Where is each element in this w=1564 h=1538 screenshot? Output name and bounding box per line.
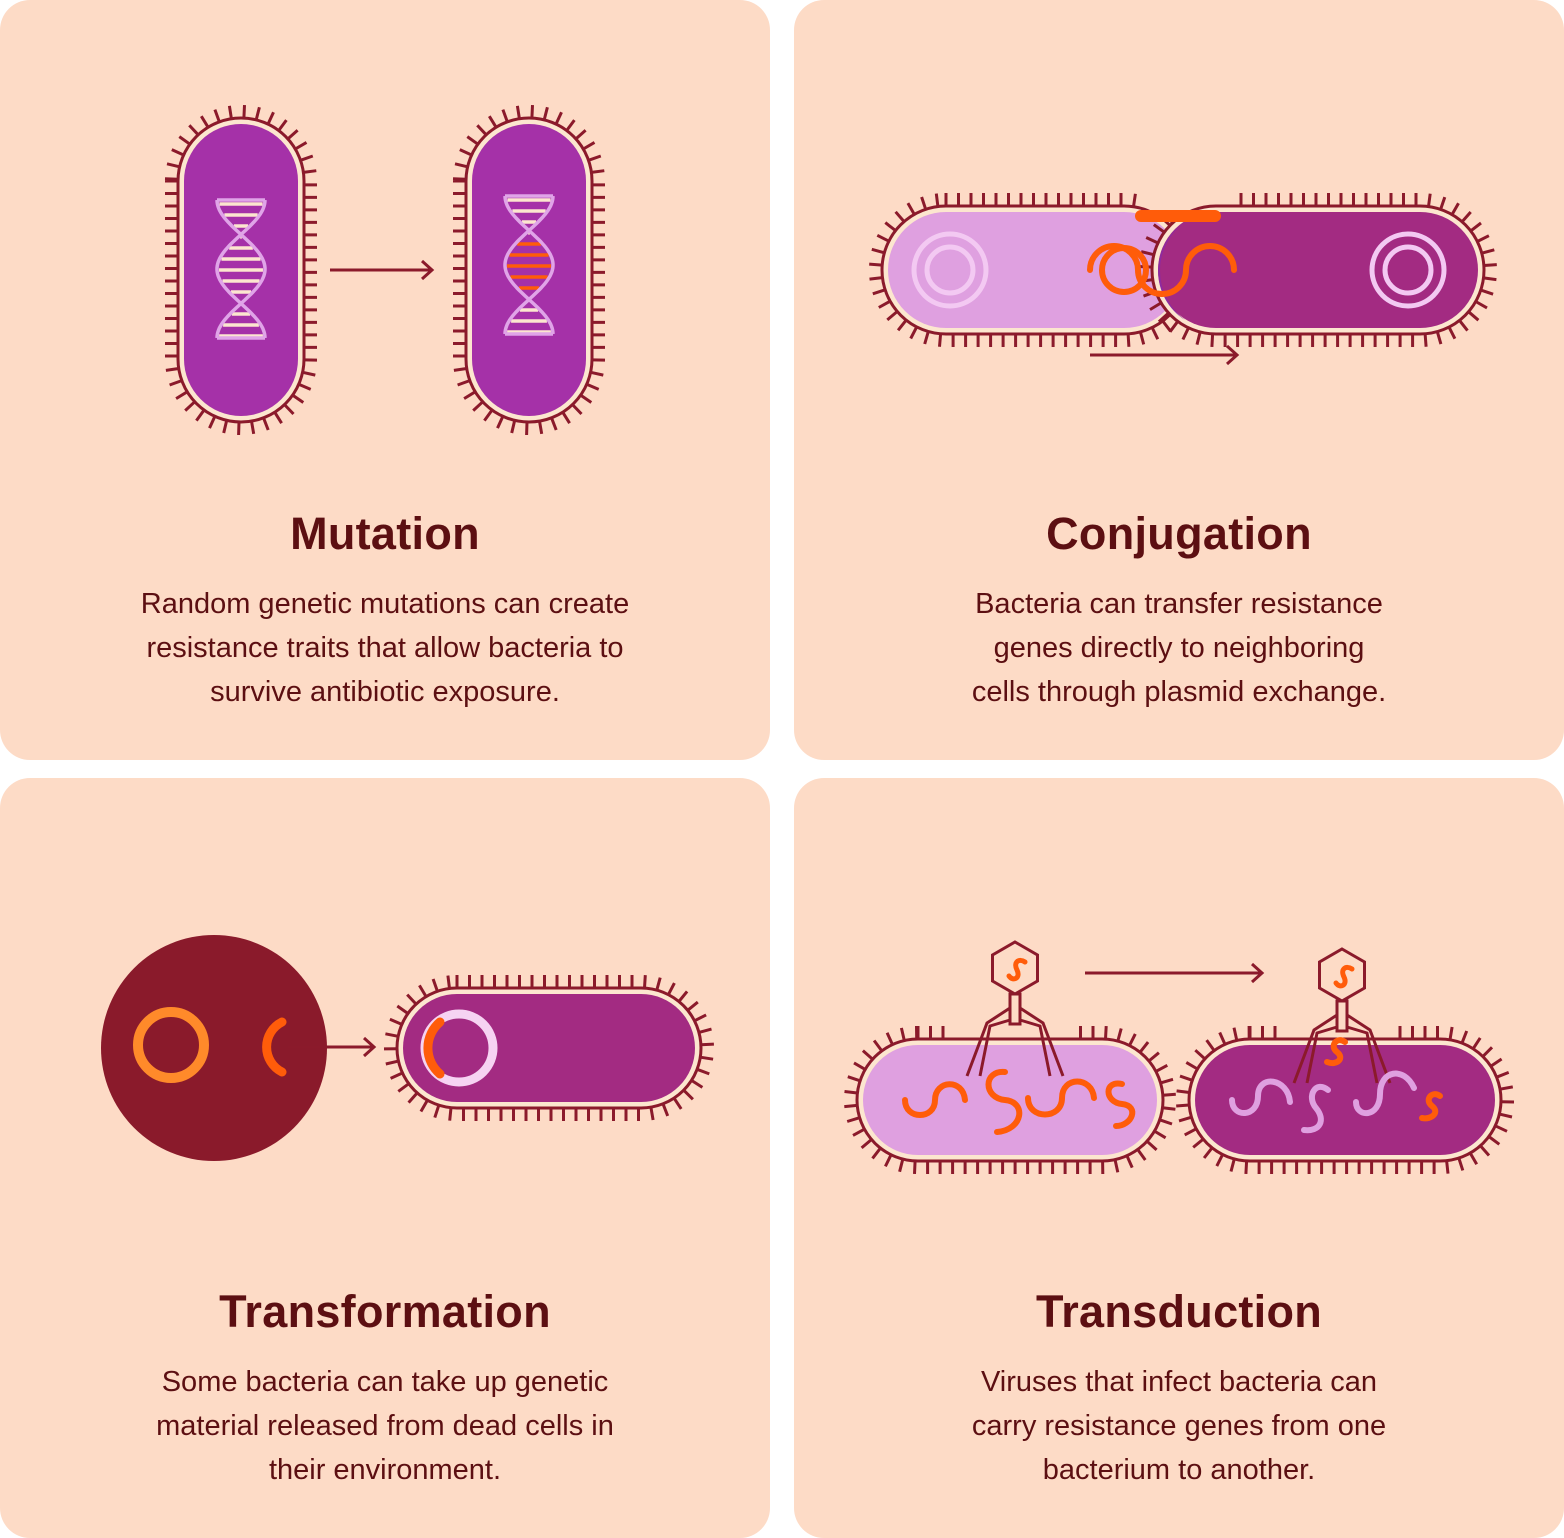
gene-squiggle-icon xyxy=(1006,957,1028,982)
description-line: carry resistance genes from one xyxy=(971,1410,1387,1442)
card-title: Transformation xyxy=(219,1286,551,1337)
gene-squiggle-icon xyxy=(902,1081,968,1118)
card-description: Random genetic mutations can create resi… xyxy=(0,582,770,714)
arrow-icon xyxy=(1085,962,1265,984)
cytoplasm xyxy=(1158,212,1478,328)
arrow-icon xyxy=(288,1036,377,1058)
plasmid-ring-icon xyxy=(1382,244,1434,296)
description-line: bacterium to another. xyxy=(1042,1454,1316,1486)
description-line: genes directly to neighboring xyxy=(993,632,1365,664)
dna-strand xyxy=(215,199,267,339)
pilus-bridge xyxy=(1135,210,1221,222)
phage-tail xyxy=(1335,999,1349,1033)
plasmid-ring-icon xyxy=(1369,231,1447,309)
gene-squiggle-icon xyxy=(1301,1083,1331,1134)
bacterium xyxy=(869,193,1198,347)
plasmid-ring-icon xyxy=(1099,245,1149,295)
bacterium xyxy=(1176,1025,1515,1174)
description-line: Random genetic mutations can create xyxy=(140,588,630,620)
dna-strand xyxy=(503,195,555,335)
bacterium xyxy=(452,105,606,436)
gene-squiggle-icon xyxy=(1353,1070,1417,1116)
card-title: Conjugation xyxy=(1046,508,1312,559)
transformation-illustration xyxy=(101,935,714,1161)
phage-legs xyxy=(965,1006,1065,1077)
spikes xyxy=(844,1025,1176,1175)
gene-squiggle-icon xyxy=(1229,1078,1293,1116)
released-plasmid-icon xyxy=(133,1007,209,1083)
plasmid-ring-icon xyxy=(911,231,989,309)
description-line: material released from dead cells in xyxy=(156,1410,614,1442)
gene-squiggle-icon xyxy=(1419,1091,1443,1122)
phage-legs xyxy=(1292,1013,1392,1084)
mutation-illustration xyxy=(164,105,606,436)
bacterium xyxy=(383,975,714,1121)
dna-helix-icon xyxy=(503,194,555,336)
gene-squiggle-icon xyxy=(1025,1078,1097,1118)
gene-squiggle-icon xyxy=(1333,964,1355,989)
description-line: Bacteria can transfer resistance xyxy=(975,588,1383,620)
dna-strand xyxy=(215,199,267,339)
spikes xyxy=(164,105,318,436)
card-mutation: Mutation Random genetic mutations can cr… xyxy=(0,0,770,760)
cytoplasm xyxy=(472,124,586,416)
phage-tail xyxy=(1008,992,1022,1026)
bacteriophage-icon xyxy=(965,940,1065,1077)
description-line: cells through plasmid exchange. xyxy=(971,676,1387,708)
gene-squiggle-icon xyxy=(262,1017,287,1077)
description-line: survive antibiotic exposure. xyxy=(210,676,560,708)
transduction-illustration xyxy=(844,940,1515,1175)
gene-squiggle-icon xyxy=(985,1068,1023,1135)
cytoplasm xyxy=(888,212,1182,328)
card-transduction: Transduction Viruses that infect bacteri… xyxy=(794,778,1564,1538)
card-description: Some bacteria can take up genetic materi… xyxy=(0,1360,770,1492)
gene-squiggle-icon xyxy=(423,1017,445,1079)
spikes xyxy=(383,975,714,1121)
conjugation-illustration xyxy=(869,193,1497,366)
bacterium xyxy=(1139,193,1497,347)
card-description: Viruses that infect bacteria can carry r… xyxy=(794,1360,1564,1492)
gene-squiggle-icon xyxy=(1087,243,1237,297)
cytoplasm xyxy=(403,994,695,1102)
arrow-icon xyxy=(1090,344,1240,366)
dna-helix-icon xyxy=(215,198,267,340)
spikes xyxy=(452,105,606,436)
spikes xyxy=(1176,1025,1515,1174)
card-title: Mutation xyxy=(290,508,480,559)
bacteriophage-icon xyxy=(1292,947,1392,1084)
dna-strand xyxy=(503,195,555,335)
card-conjugation: Conjugation Bacteria can transfer resist… xyxy=(794,0,1564,760)
card-transformation: Transformation Some bacteria can take up… xyxy=(0,778,770,1538)
description-line: resistance traits that allow bacteria to xyxy=(146,632,624,664)
gene-squiggle-icon xyxy=(1105,1080,1136,1129)
card-title: Transduction xyxy=(1035,1286,1323,1337)
description-line: their environment. xyxy=(268,1454,502,1486)
description-line: Viruses that infect bacteria can xyxy=(980,1366,1378,1398)
description-line: Some bacteria can take up genetic xyxy=(161,1366,609,1398)
gene-squiggle-icon xyxy=(1324,1037,1348,1066)
cytoplasm xyxy=(1195,1045,1495,1155)
card-description: Bacteria can transfer resistance genes d… xyxy=(794,582,1564,714)
arrow-icon xyxy=(330,259,435,281)
plasmid-ring-icon xyxy=(924,244,976,296)
dead-cell xyxy=(101,935,327,1161)
